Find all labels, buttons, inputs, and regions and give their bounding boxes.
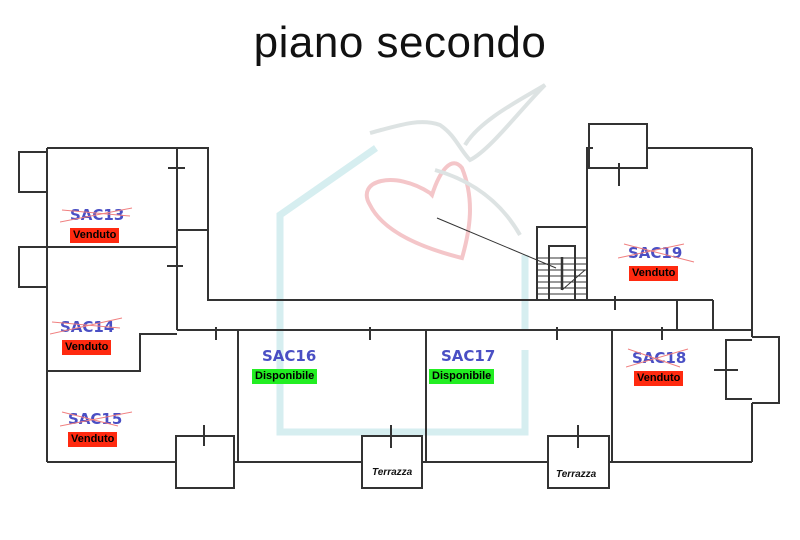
unit-sac19[interactable]: SAC19 Venduto bbox=[618, 243, 695, 281]
unit-sac15[interactable]: SAC15 Venduto bbox=[60, 410, 133, 447]
status-badge: Venduto bbox=[68, 432, 118, 447]
status-badge: Venduto bbox=[634, 371, 684, 386]
unit-sac14[interactable]: SAC14 Venduto bbox=[50, 317, 123, 355]
walls bbox=[18, 123, 780, 489]
terrace-label: Terrazza bbox=[556, 469, 597, 480]
unit-sac16[interactable]: SAC16 Disponibile bbox=[252, 347, 318, 384]
status-badge: Venduto bbox=[70, 228, 120, 243]
status-badge: Venduto bbox=[629, 266, 679, 281]
status-badge: Venduto bbox=[62, 340, 112, 355]
watermark-logo bbox=[276, 83, 547, 436]
watermark-heart-icon bbox=[364, 161, 472, 261]
unit-code: SAC16 bbox=[262, 347, 317, 365]
unit-sac17[interactable]: SAC17 Disponibile bbox=[429, 348, 495, 384]
unit-code: SAC17 bbox=[441, 347, 496, 365]
unit-sac13[interactable]: SAC13 Venduto bbox=[60, 206, 133, 243]
unit-code: SAC18 bbox=[632, 349, 687, 367]
watermark-house-outline bbox=[276, 145, 529, 436]
unit-code: SAC13 bbox=[70, 206, 125, 224]
watermark-bird-icon bbox=[369, 83, 547, 236]
status-badge: Disponibile bbox=[429, 369, 495, 384]
unit-sac18[interactable]: SAC18 Venduto bbox=[626, 348, 689, 386]
unit-code: SAC15 bbox=[68, 410, 123, 428]
floor-title: piano secondo bbox=[253, 18, 547, 67]
unit-code: SAC14 bbox=[60, 318, 115, 336]
unit-code: SAC19 bbox=[628, 244, 683, 262]
terrace-label: Terrazza bbox=[372, 467, 413, 478]
status-badge: Disponibile bbox=[252, 369, 318, 384]
